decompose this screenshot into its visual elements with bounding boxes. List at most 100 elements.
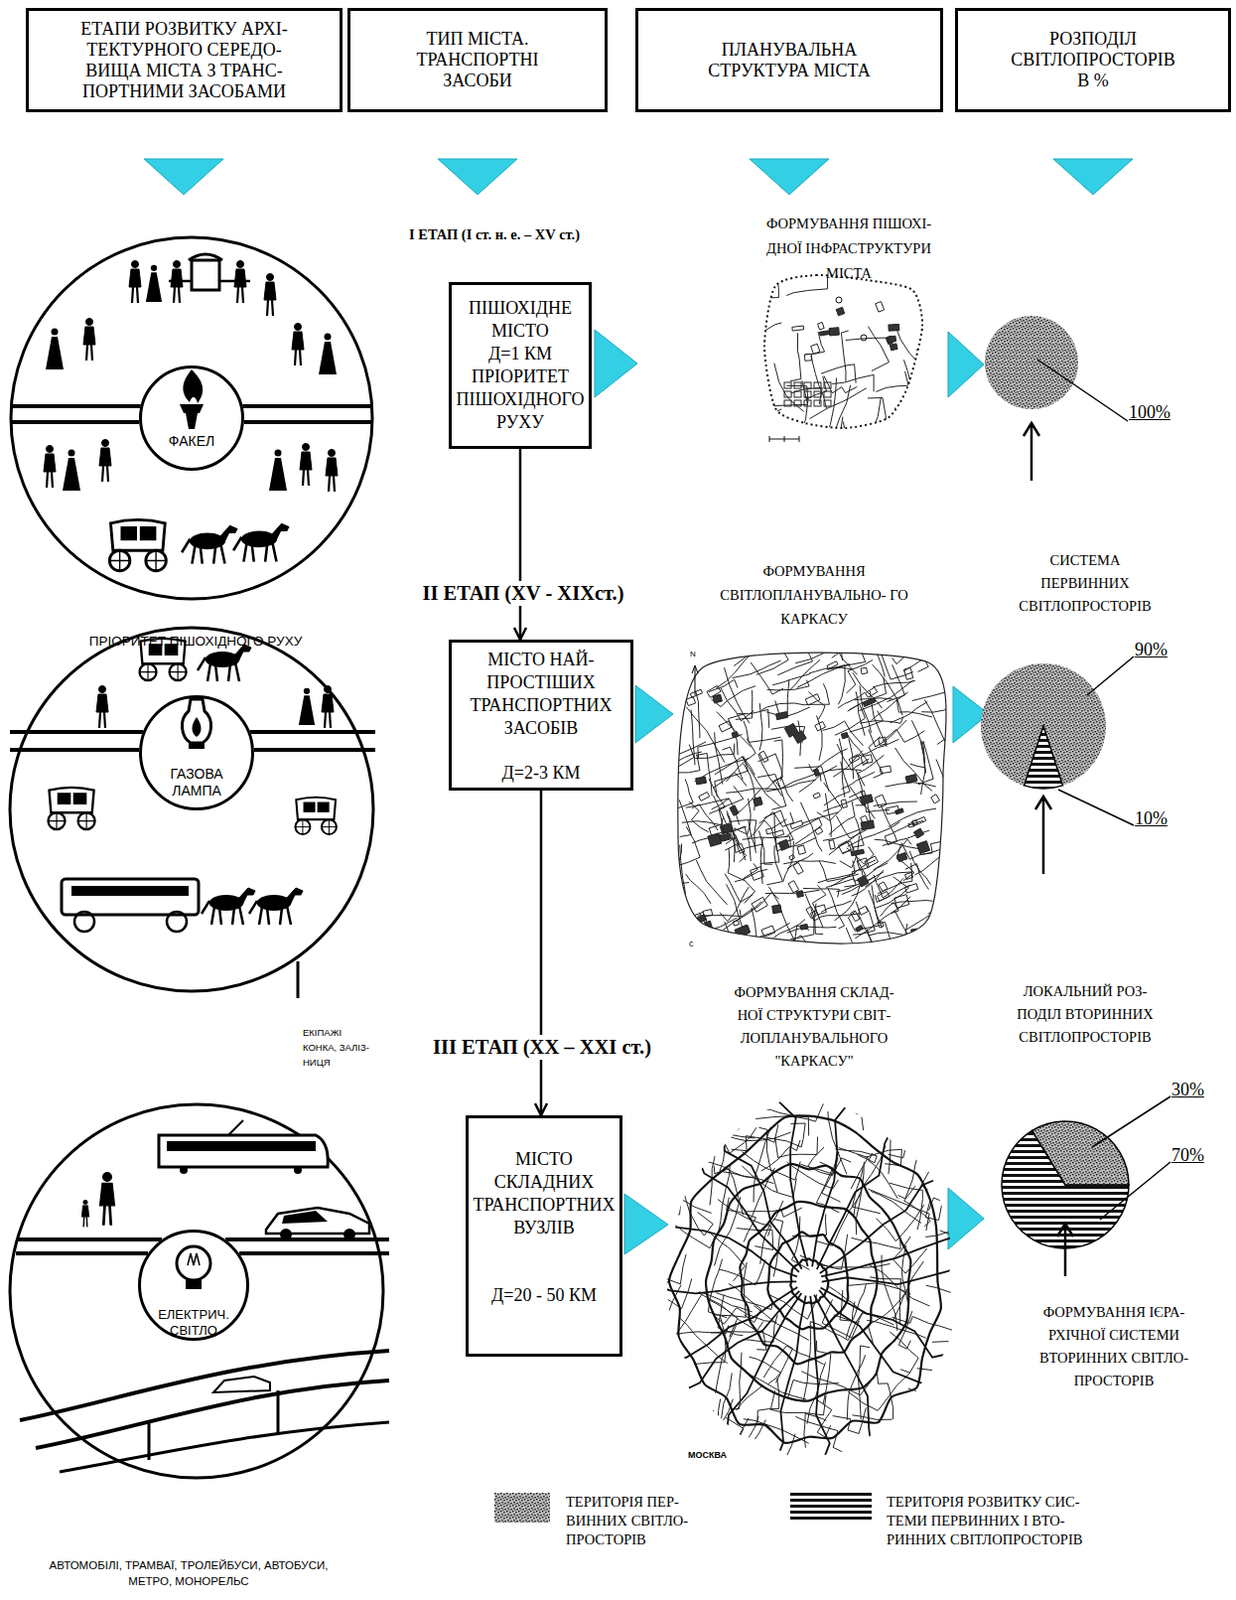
city-plan	[784, 400, 792, 407]
city-plan	[769, 435, 800, 442]
stage-two-illustration	[9, 729, 143, 734]
city-plan	[799, 765, 837, 793]
city-plan	[808, 690, 825, 719]
city-plan	[776, 772, 819, 788]
stage-one-illustration	[62, 449, 81, 492]
city-plan	[850, 848, 864, 856]
city-plan	[770, 1093, 809, 1266]
city-plan	[794, 400, 802, 407]
city-plan	[764, 274, 923, 428]
city-plan	[840, 330, 848, 382]
stage-one-illustration	[182, 369, 203, 404]
city-plan	[718, 785, 744, 824]
light-source-name: ЕЛЕКТРИЧ. СВІТЛО	[153, 1306, 234, 1339]
stage-one-illustration	[83, 318, 96, 362]
city-plan	[772, 829, 784, 837]
city-plan	[885, 805, 899, 814]
city-plan	[812, 1095, 855, 1267]
city-plan	[860, 754, 873, 765]
stage-text: ПРІОРИТЕТ ПІШОХІДНОГО РУХУ	[452, 365, 588, 434]
city-plan	[806, 906, 817, 919]
city-plan	[822, 1261, 973, 1284]
city-plan	[875, 371, 909, 392]
stage-title: I ЕТАП (I ст. н. е. – XV ст.)	[409, 226, 580, 244]
city-plan	[917, 1368, 959, 1402]
stage-title: III ЕТАП (XX – XXI ст.)	[428, 1034, 656, 1060]
city-plan	[804, 353, 812, 361]
city-plan	[860, 820, 875, 830]
city-plan	[887, 335, 896, 342]
pie-chart	[980, 315, 1171, 1276]
city-plan	[913, 827, 924, 838]
city-plan	[828, 839, 835, 849]
city-plan	[778, 838, 790, 850]
city-plan	[672, 825, 700, 867]
north-mark: N	[689, 649, 696, 660]
stage-arrow	[519, 448, 523, 640]
city-plan	[866, 928, 892, 977]
stage-two-illustration	[9, 627, 374, 991]
city-plan	[882, 1413, 935, 1455]
city-plan	[878, 881, 888, 892]
stage-text: МІСТО НАЙ- ПРОСТІШИХ ТРАНСПОРТНИХ ЗАСОБІ…	[453, 648, 629, 740]
city-plan	[793, 861, 804, 874]
city-plan	[644, 1280, 797, 1293]
city-plan	[718, 720, 732, 732]
city-plan	[682, 817, 724, 825]
stage-three-illustration	[137, 1229, 250, 1341]
city-plan	[862, 697, 876, 707]
pie-chart	[1057, 1223, 1074, 1236]
city-plan	[724, 873, 753, 903]
city-plan	[716, 1372, 733, 1443]
city-plan	[696, 909, 741, 917]
city-plan	[667, 1194, 712, 1219]
pie-chart	[1058, 789, 1134, 825]
stage-one-illustration	[145, 265, 162, 302]
stage-three-illustration	[35, 1379, 390, 1448]
city-plan	[794, 766, 829, 792]
stage-two-illustration	[188, 742, 205, 749]
stage-two-illustration	[48, 787, 96, 829]
city-plan	[842, 421, 874, 461]
city-plan	[894, 894, 910, 909]
city-plan	[832, 750, 863, 777]
city-plan	[800, 923, 809, 930]
city-plan	[888, 1113, 929, 1158]
stage-one-illustration	[244, 419, 373, 424]
city-plan	[908, 1387, 961, 1411]
stage-three-illustration	[281, 1210, 328, 1224]
city-plan	[789, 659, 821, 690]
north-arrow	[694, 667, 696, 695]
stage-three-illustration	[266, 1207, 370, 1234]
city-plan	[669, 1114, 942, 1443]
stage-one-illustration	[99, 439, 112, 483]
city-plan	[714, 755, 749, 797]
city-plan	[810, 1295, 829, 1475]
city-plan	[700, 1105, 744, 1143]
city-plan	[849, 710, 884, 732]
city-plan	[922, 1154, 984, 1168]
stage-two-illustration	[249, 887, 303, 925]
city-plan	[837, 840, 851, 854]
city-plan	[905, 774, 918, 784]
city-plan	[809, 388, 866, 419]
stage-three-illustration	[293, 1165, 302, 1174]
north-arrow	[691, 665, 698, 674]
city-plan	[722, 269, 988, 474]
city-plan	[690, 709, 695, 766]
city-plan	[735, 689, 753, 719]
city-plan	[904, 667, 914, 680]
city-plan	[678, 652, 947, 944]
city-plan	[858, 905, 869, 915]
city-plan	[928, 903, 964, 929]
transport-caption: АВТОМОБІЛІ, ТРАМВАЇ, ТРОЛЕЙБУСИ, АВТОБУС…	[42, 1556, 336, 1589]
city-plan	[686, 696, 696, 706]
city-plan	[851, 738, 899, 758]
stage-two-illustration	[201, 887, 256, 925]
percent-value: 100%	[1128, 401, 1171, 423]
city-plan	[680, 925, 695, 970]
city-plan	[855, 924, 864, 932]
stage-three-illustration	[179, 1165, 188, 1174]
stage-one-illustration	[299, 443, 312, 487]
header-pointer	[437, 158, 518, 195]
